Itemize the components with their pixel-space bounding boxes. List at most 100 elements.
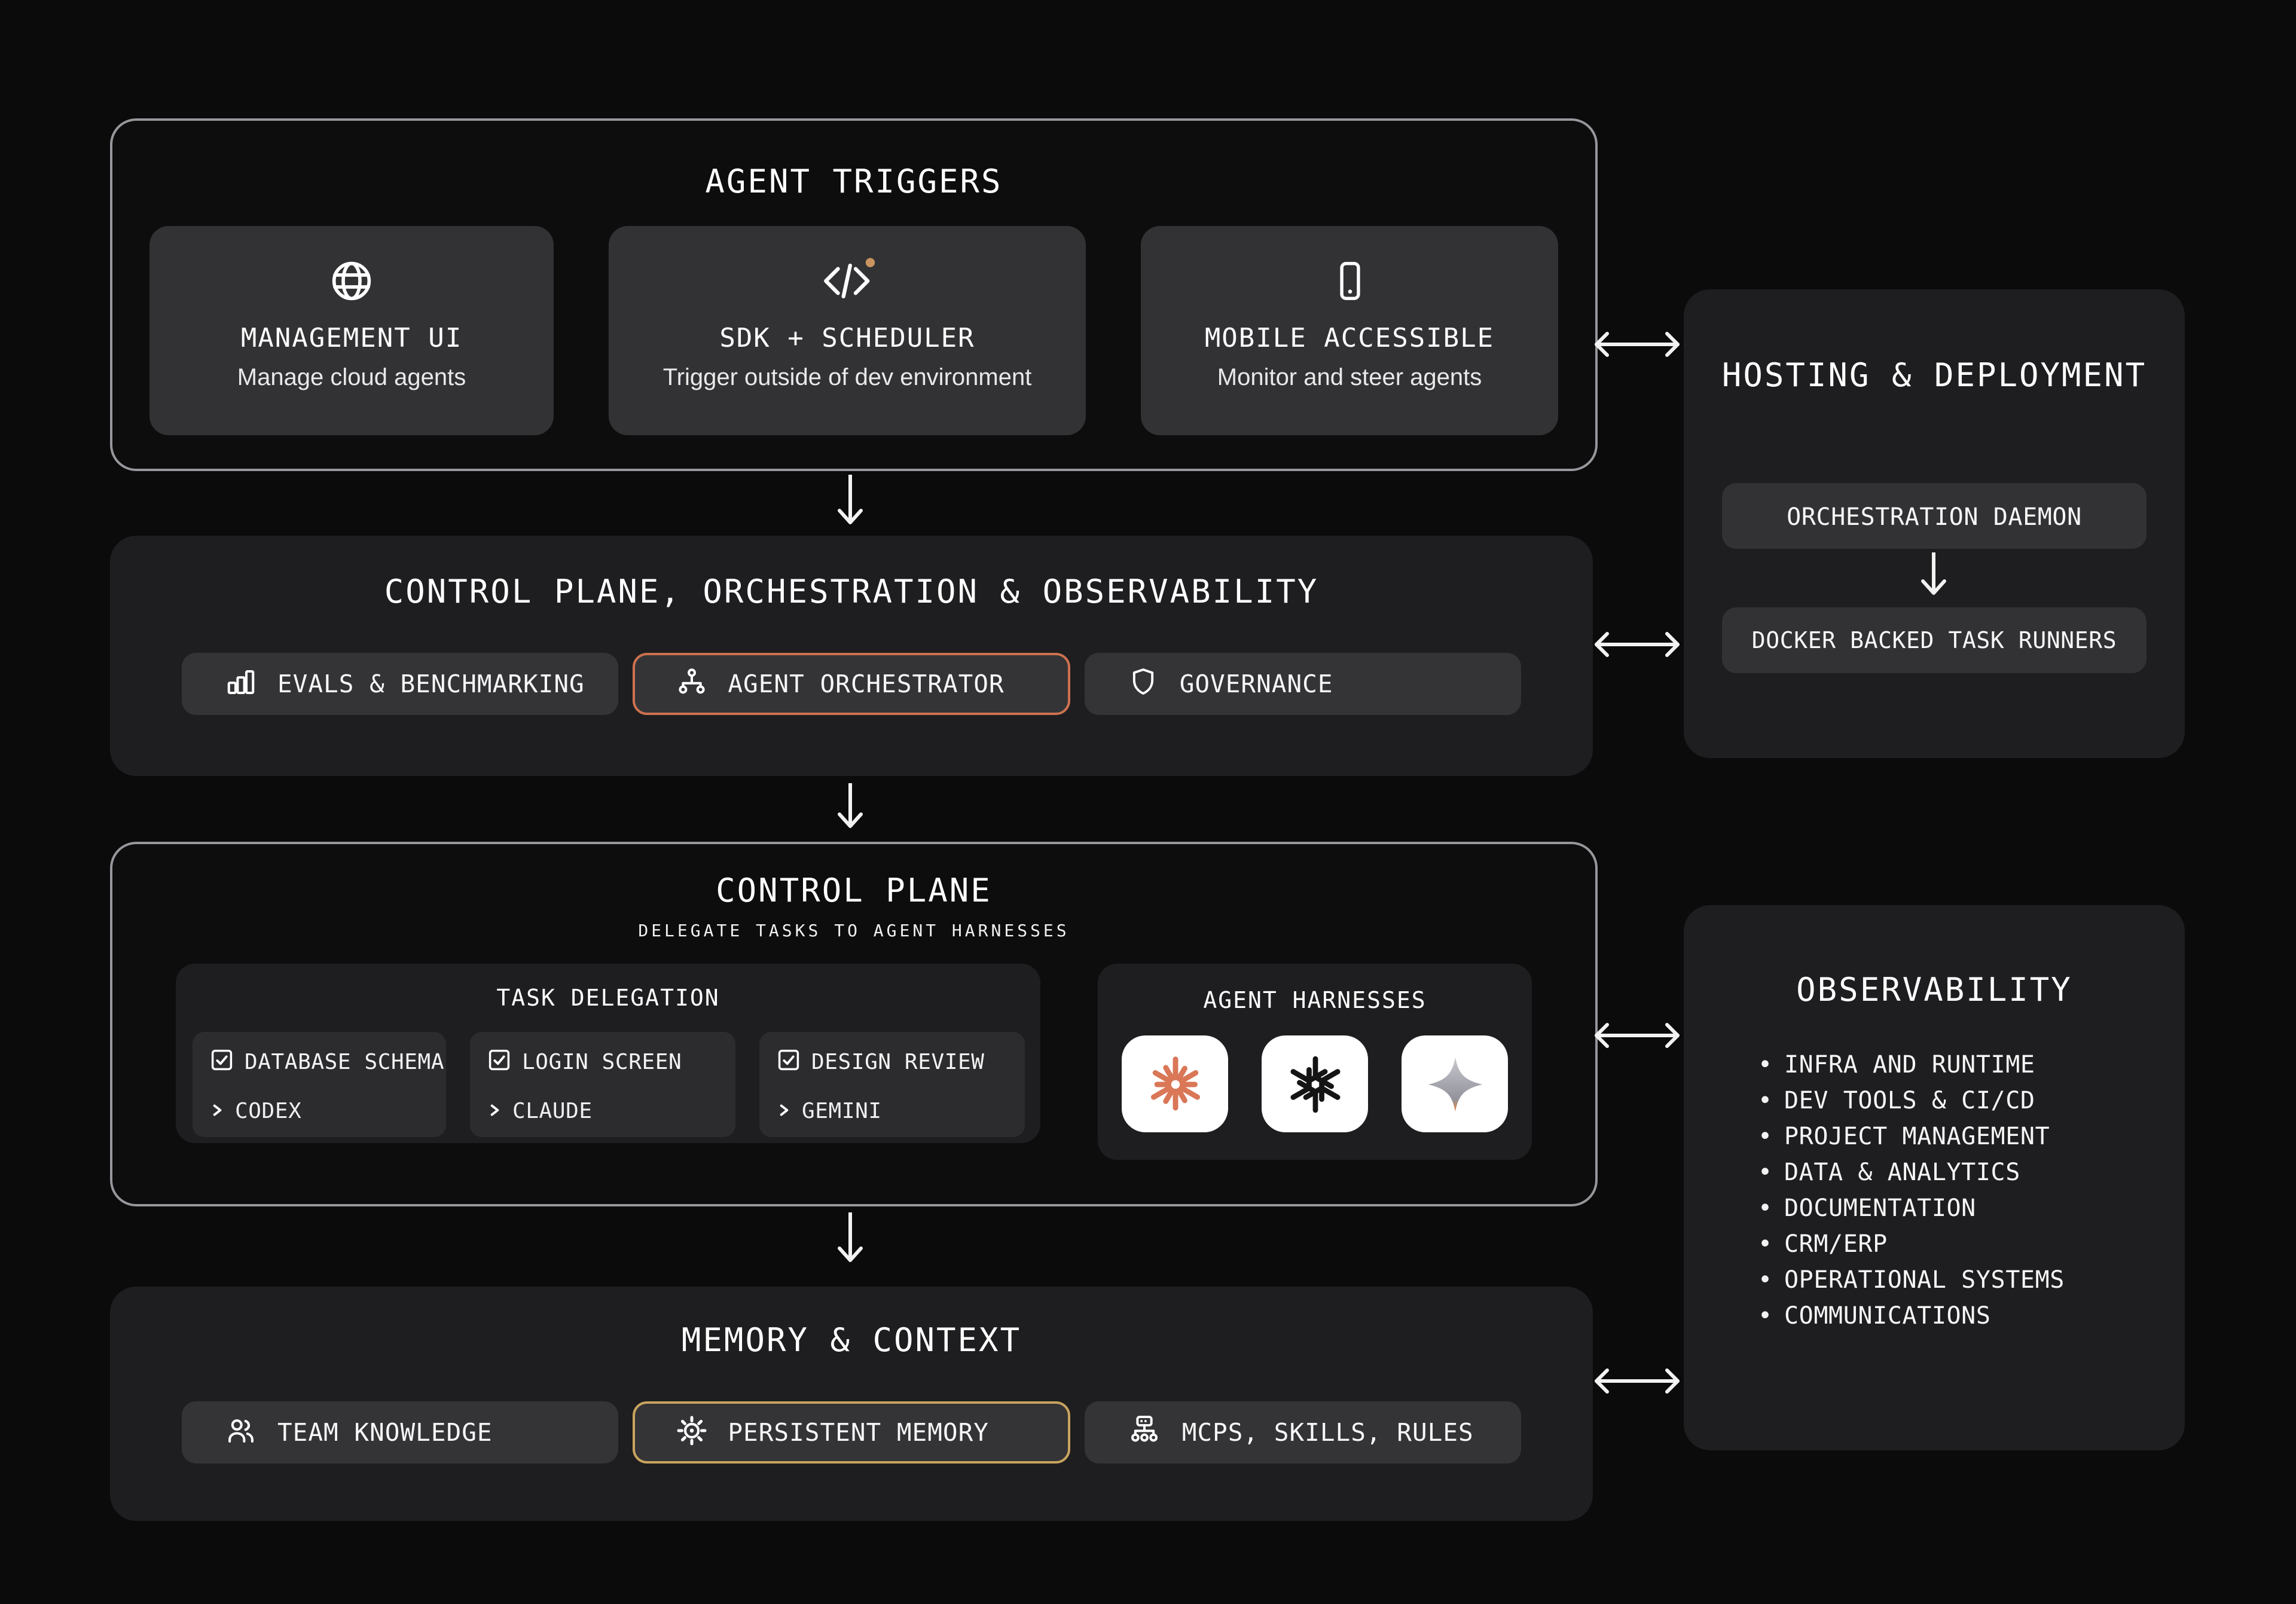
button-label: GOVERNANCE xyxy=(1179,670,1333,698)
globe-icon xyxy=(328,252,375,310)
card-subtitle: Monitor and steer agents xyxy=(1217,365,1482,391)
mobile-accessible-card: MOBILE ACCESSIBLE Monitor and steer agen… xyxy=(1141,226,1558,435)
notification-dot xyxy=(865,258,875,267)
observability-panel: OBSERVABILITY • INFRA AND RUNTIME • DEV … xyxy=(1684,905,2185,1450)
task-delegation-title: TASK DELEGATION xyxy=(496,985,720,1012)
agent-orchestrator-button: AGENT ORCHESTRATOR xyxy=(632,653,1071,715)
card-subtitle: Manage cloud agents xyxy=(237,365,466,391)
memory-context-panel: MEMORY & CONTEXT TEAM KNOWLEDGE xyxy=(110,1287,1593,1521)
bullet-dot: • xyxy=(1758,1301,1773,1330)
card-title: MOBILE ACCESSIBLE xyxy=(1204,324,1495,354)
memory-buttons: TEAM KNOWLEDGE xyxy=(182,1401,1522,1464)
bar-chart-icon xyxy=(225,665,257,702)
team-knowledge-button: TEAM KNOWLEDGE xyxy=(182,1401,618,1464)
harness-logos xyxy=(1098,1035,1532,1132)
card-title: MANAGEMENT UI xyxy=(240,324,463,354)
agent-triggers-box: AGENT TRIGGERS MANAGEMENT UI Manage clou… xyxy=(110,118,1598,471)
orchestration-title: CONTROL PLANE, ORCHESTRATION & OBSERVABI… xyxy=(384,574,1319,611)
task-label: LOGIN SCREEN xyxy=(522,1050,682,1075)
list-item: • CRM/ERP xyxy=(1758,1229,1888,1258)
node-label: ORCHESTRATION DAEMON xyxy=(1787,502,2082,530)
shield-icon xyxy=(1128,666,1159,702)
list-item: • PROJECT MANAGEMENT xyxy=(1758,1122,2050,1150)
bullet-dot: • xyxy=(1758,1157,1773,1186)
list-item: • OPERATIONAL SYSTEMS xyxy=(1758,1265,2065,1294)
task-agent: CODEX xyxy=(235,1099,302,1124)
task-agent: GEMINI xyxy=(802,1099,882,1124)
task-design-review: DESIGN REVIEW GEMINI xyxy=(759,1032,1024,1137)
task-label: DATABASE SCHEMA xyxy=(245,1050,445,1075)
double-arrow-memory-observability xyxy=(1595,1368,1680,1394)
bullet-dot: • xyxy=(1758,1086,1773,1114)
gemini-logo xyxy=(1402,1035,1508,1132)
users-icon xyxy=(225,1414,257,1451)
double-arrow-triggers-hosting xyxy=(1595,332,1680,357)
sdk-scheduler-card: SDK + SCHEDULER Trigger outside of dev e… xyxy=(609,226,1086,435)
evals-benchmarking-button: EVALS & BENCHMARKING xyxy=(182,653,618,715)
bullet-dot: • xyxy=(1758,1122,1773,1150)
bullet-dot: • xyxy=(1758,1193,1773,1222)
code-icon xyxy=(819,252,876,310)
observability-title: OBSERVABILITY xyxy=(1796,972,2072,1009)
bullet-dot: • xyxy=(1758,1229,1773,1258)
agent-harnesses-title: AGENT HARNESSES xyxy=(1203,988,1427,1014)
arrow-down-control-plane-to-memory xyxy=(838,1212,863,1262)
mcps-skills-rules-button: MCPS, SKILLS, RULES xyxy=(1085,1401,1522,1464)
chevron-right-icon xyxy=(775,1100,791,1123)
card-subtitle: Trigger outside of dev environment xyxy=(662,365,1032,391)
checkbox-checked-icon xyxy=(775,1047,801,1077)
orchestration-daemon-node: ORCHESTRATION DAEMON xyxy=(1722,483,2147,549)
double-arrow-orchestration-hosting xyxy=(1595,632,1680,657)
double-arrow-control-plane-observability xyxy=(1595,1023,1680,1048)
control-plane-subtitle: DELEGATE TASKS TO AGENT HARNESSES xyxy=(638,922,1070,941)
hosting-deployment-panel: HOSTING & DEPLOYMENT ORCHESTRATION DAEMO… xyxy=(1684,289,2185,758)
orchestration-buttons: EVALS & BENCHMARKING AGENT ORCHESTRATOR xyxy=(182,653,1522,715)
button-label: MCPS, SKILLS, RULES xyxy=(1181,1418,1474,1447)
agent-harnesses-card: AGENT HARNESSES xyxy=(1098,964,1532,1160)
checkbox-checked-icon xyxy=(209,1047,234,1077)
list-item: • INFRA AND RUNTIME xyxy=(1758,1050,2035,1079)
docker-task-runners-node: DOCKER BACKED TASK RUNNERS xyxy=(1722,607,2147,673)
button-label: TEAM KNOWLEDGE xyxy=(277,1418,493,1447)
openai-logo xyxy=(1262,1035,1368,1132)
persistent-memory-button: PERSISTENT MEMORY xyxy=(632,1401,1071,1464)
task-agent: CLAUDE xyxy=(512,1099,593,1124)
agent-triggers-title: AGENT TRIGGERS xyxy=(705,164,1003,201)
task-database-schema: DATABASE SCHEMA CODEX xyxy=(192,1032,445,1137)
claude-logo xyxy=(1122,1035,1228,1132)
list-item: • DOCUMENTATION xyxy=(1758,1193,1976,1222)
smartphone-icon xyxy=(1327,252,1372,310)
card-title: SDK + SCHEDULER xyxy=(719,324,975,354)
sitemap-icon xyxy=(1128,1413,1162,1452)
list-item: • COMMUNICATIONS xyxy=(1758,1301,1991,1330)
bullet-dot: • xyxy=(1758,1050,1773,1079)
task-list: DATABASE SCHEMA CODEX xyxy=(176,1032,1040,1137)
governance-button: GOVERNANCE xyxy=(1085,653,1522,715)
button-label: AGENT ORCHESTRATOR xyxy=(728,670,1004,698)
arrow-down-triggers-to-orchestration xyxy=(838,475,863,524)
bullet-dot: • xyxy=(1758,1265,1773,1294)
hosting-title: HOSTING & DEPLOYMENT xyxy=(1721,358,2147,395)
chevron-right-icon xyxy=(486,1100,502,1123)
memory-context-title: MEMORY & CONTEXT xyxy=(681,1322,1022,1359)
list-item: • DEV TOOLS & CI/CD xyxy=(1758,1086,2035,1114)
button-label: EVALS & BENCHMARKING xyxy=(277,670,585,698)
checkbox-checked-icon xyxy=(486,1047,511,1077)
agent-triggers-cards: MANAGEMENT UI Manage cloud agents SDK + … xyxy=(112,226,1595,435)
task-delegation-card: TASK DELEGATION DATABASE SCHEMA xyxy=(176,964,1040,1143)
task-label: DESIGN REVIEW xyxy=(811,1050,985,1075)
chevron-right-icon xyxy=(209,1100,224,1123)
control-plane-box: CONTROL PLANE DELEGATE TASKS TO AGENT HA… xyxy=(110,842,1598,1206)
arrow-down-orchestration-to-control-plane xyxy=(838,783,863,828)
node-label: DOCKER BACKED TASK RUNNERS xyxy=(1751,627,2117,653)
control-plane-title: CONTROL PLANE xyxy=(716,873,992,910)
management-ui-card: MANAGEMENT UI Manage cloud agents xyxy=(149,226,554,435)
task-login-screen: LOGIN SCREEN CLAUDE xyxy=(469,1032,735,1137)
observability-list: • INFRA AND RUNTIME • DEV TOOLS & CI/CD … xyxy=(1758,1046,2166,1333)
list-item: • DATA & ANALYTICS xyxy=(1758,1157,2020,1186)
button-label: PERSISTENT MEMORY xyxy=(728,1418,989,1447)
network-icon xyxy=(675,665,707,702)
gear-icon xyxy=(675,1414,707,1451)
arrow-down-daemon-to-runners xyxy=(1921,552,1946,595)
